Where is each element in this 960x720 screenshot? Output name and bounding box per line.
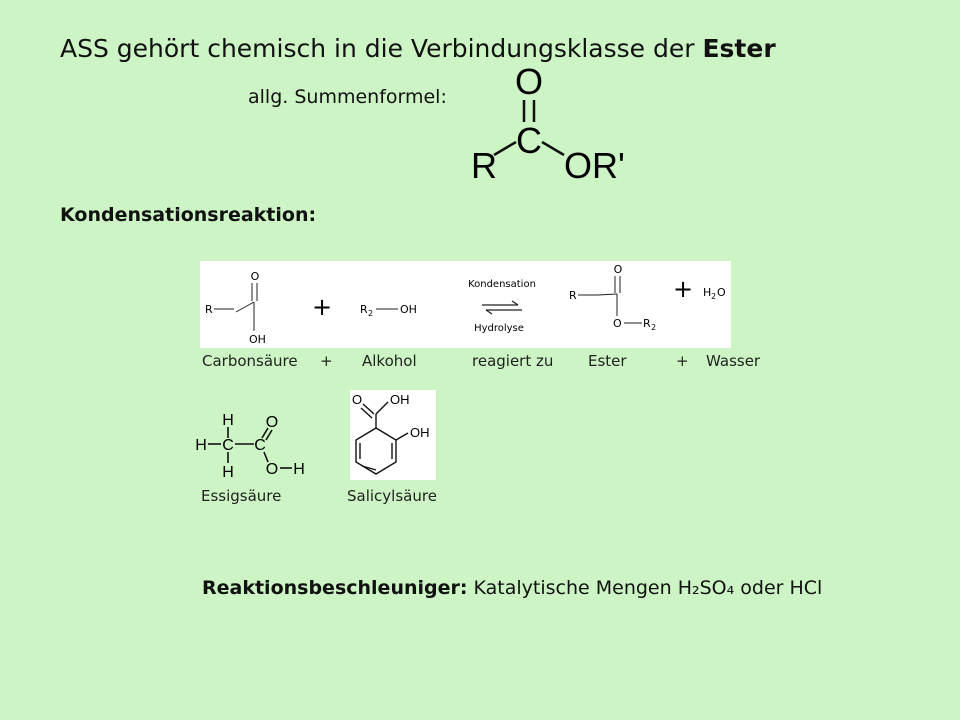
- section-heading-kondensation: Kondensationsreaktion:: [60, 204, 317, 226]
- arrow-label-kondensation: Kondensation: [468, 279, 536, 290]
- plus-sign-2: +: [673, 275, 693, 303]
- label-wasser: Wasser: [706, 352, 761, 370]
- label-reagiert-zu: reagiert zu: [472, 352, 554, 370]
- sal-o: O: [352, 392, 362, 407]
- title-text: ASS gehört chemisch in die Verbindungskl…: [60, 34, 703, 63]
- arrow-label-hydrolyse: Hydrolyse: [474, 323, 524, 334]
- water-h: H: [703, 286, 711, 299]
- essig-h-top: H: [222, 412, 234, 429]
- essig-o-right: O: [266, 461, 278, 478]
- essig-o-top: O: [266, 414, 278, 431]
- acid-o: O: [251, 270, 260, 283]
- ester-r2: R: [643, 317, 651, 330]
- general-formula-label: allg. Summenformel:: [248, 86, 447, 108]
- reaction-scheme: O R OH + R 2 OH Kondensation Hydrolyse O…: [200, 261, 731, 348]
- catalyst-line: Reaktionsbeschleuniger: Katalytische Men…: [202, 577, 822, 599]
- sal-oh-top: OH: [390, 392, 410, 407]
- title-bold-ester: Ester: [702, 34, 776, 63]
- label-plus-b: +: [676, 352, 689, 370]
- page-title: ASS gehört chemisch in die Verbindungskl…: [60, 34, 776, 63]
- ester-atom-r: R: [471, 145, 497, 186]
- ester-o-bottom: O: [613, 317, 622, 330]
- acid-r: R: [205, 303, 213, 316]
- name-essigsaeure: Essigsäure: [201, 487, 282, 505]
- essig-h-right: H: [293, 461, 305, 478]
- ester-atom-c: C: [516, 120, 542, 161]
- essig-h-bottom: H: [222, 464, 234, 480]
- ester-general-structure: O C R OR': [471, 61, 625, 186]
- label-carbonsaeure: Carbonsäure: [202, 352, 298, 370]
- essig-h-left: H: [195, 437, 207, 454]
- ester-o-top: O: [614, 263, 623, 276]
- sal-oh-right: OH: [410, 425, 430, 440]
- ester-r: R: [569, 289, 577, 302]
- essigsaeure-structure: H H C H C O O H: [195, 412, 305, 480]
- water-subscript: 2: [711, 292, 716, 301]
- label-ester: Ester: [588, 352, 627, 370]
- ester-atom-or: OR': [564, 145, 625, 186]
- catalyst-text: Katalytische Mengen H₂SO₄ oder HCl: [467, 577, 823, 599]
- essig-c2: C: [254, 437, 266, 454]
- alcohol-oh: OH: [400, 303, 417, 316]
- label-plus-a: +: [320, 352, 333, 370]
- catalyst-label: Reaktionsbeschleuniger:: [202, 577, 468, 599]
- name-salicylsaeure: Salicylsäure: [347, 487, 437, 505]
- plus-sign-1: +: [312, 293, 332, 321]
- ester-atom-o: O: [515, 61, 543, 102]
- essig-c1: C: [222, 437, 234, 454]
- ester-r2-subscript: 2: [651, 323, 656, 332]
- label-alkohol: Alkohol: [362, 352, 417, 370]
- water-o: O: [717, 286, 726, 299]
- salicylsaeure-structure: O OH OH: [350, 390, 436, 480]
- alcohol-r-subscript: 2: [368, 309, 373, 318]
- acid-oh: OH: [249, 333, 266, 346]
- alcohol-r: R: [360, 303, 368, 316]
